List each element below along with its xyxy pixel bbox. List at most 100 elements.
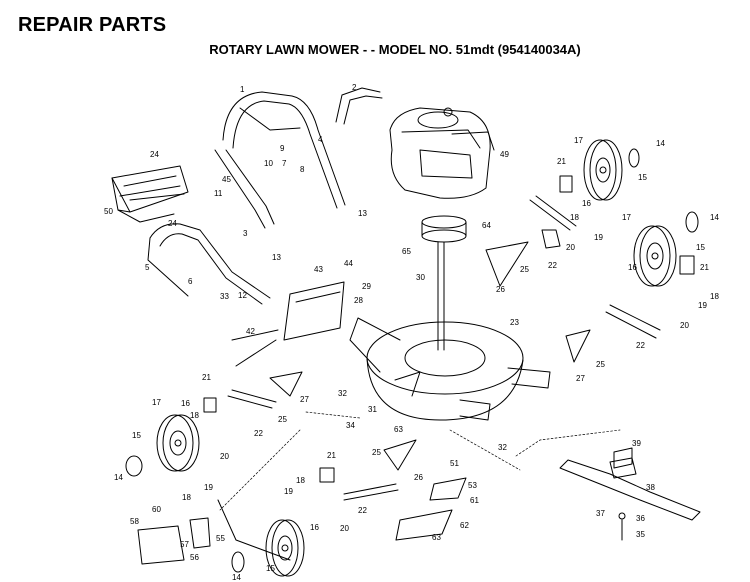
callout-65: 65	[402, 247, 411, 256]
callout-61: 61	[470, 496, 479, 505]
mower-deck	[349, 317, 551, 421]
callout-24: 24	[168, 219, 177, 228]
callout-58: 58	[130, 517, 139, 526]
callout-63: 63	[432, 533, 441, 542]
callout-55: 55	[216, 534, 225, 543]
callout-56: 56	[190, 553, 199, 562]
bolt-42	[235, 339, 277, 367]
callout-20: 20	[566, 243, 575, 252]
callout-9: 9	[280, 144, 285, 153]
wheel-upper-right	[583, 139, 623, 201]
callout-60: 60	[152, 505, 161, 514]
callout-18: 18	[570, 213, 579, 222]
callout-13: 13	[272, 253, 281, 262]
grass-bag	[111, 165, 189, 223]
callout-1: 1	[240, 85, 245, 94]
callout-30: 30	[416, 273, 425, 282]
callout-19: 19	[284, 487, 293, 496]
callout-36: 36	[636, 514, 645, 523]
callout-26: 26	[414, 473, 423, 482]
callout-21: 21	[557, 157, 566, 166]
callout-38: 38	[646, 483, 655, 492]
callout-14: 14	[232, 573, 241, 582]
callout-24: 24	[150, 150, 159, 159]
callout-23: 23	[510, 318, 519, 327]
baffle-plates	[269, 241, 591, 471]
callout-20: 20	[340, 524, 349, 533]
callout-39: 39	[632, 439, 641, 448]
callout-33: 33	[220, 292, 229, 301]
rear-axles	[227, 195, 661, 501]
callout-51: 51	[450, 459, 459, 468]
wheel-right	[633, 225, 677, 287]
callout-2: 2	[352, 83, 357, 92]
callout-25: 25	[278, 415, 287, 424]
callout-25: 25	[520, 265, 529, 274]
callout-21: 21	[202, 373, 211, 382]
callout-15: 15	[638, 173, 647, 182]
callout-25: 25	[596, 360, 605, 369]
callout-4: 4	[318, 135, 323, 144]
callout-37: 37	[596, 509, 605, 518]
callout-17: 17	[152, 398, 161, 407]
rear-door	[137, 499, 291, 565]
diagram-subtitle: ROTARY LAWN MOWER - - MODEL NO. 51mdt (9…	[209, 42, 581, 57]
callout-22: 22	[254, 429, 263, 438]
callout-14: 14	[114, 473, 123, 482]
callout-43: 43	[314, 265, 323, 274]
callout-13: 13	[358, 209, 367, 218]
callout-12: 12	[238, 291, 247, 300]
callout-18: 18	[182, 493, 191, 502]
callout-18: 18	[190, 411, 199, 420]
callout-22: 22	[358, 506, 367, 515]
callout-17: 17	[574, 136, 583, 145]
upper-handle	[214, 91, 346, 229]
callout-14: 14	[710, 213, 719, 222]
wheel-left	[156, 414, 200, 472]
page-title: REPAIR PARTS	[18, 14, 167, 36]
callout-49: 49	[500, 150, 509, 159]
callout-21: 21	[700, 263, 709, 272]
callout-63: 63	[394, 425, 403, 434]
callout-3: 3	[243, 229, 248, 238]
grass-deflector	[283, 281, 345, 341]
callout-labels: 1 2 4 24 9 7 8 10 45 11 50 24 49 17 14 2…	[104, 83, 719, 582]
callout-64: 64	[482, 221, 491, 230]
callout-10: 10	[264, 159, 273, 168]
control-bail	[335, 87, 383, 125]
callout-19: 19	[594, 233, 603, 242]
callout-19: 19	[204, 483, 213, 492]
callout-21: 21	[327, 451, 336, 460]
callout-31: 31	[368, 405, 377, 414]
callout-7: 7	[282, 159, 287, 168]
callout-19: 19	[698, 301, 707, 310]
blade-adapter	[613, 447, 633, 541]
leader-lines	[219, 411, 621, 511]
callout-57: 57	[180, 540, 189, 549]
callout-14: 14	[656, 139, 665, 148]
callout-28: 28	[354, 296, 363, 305]
callout-11: 11	[214, 189, 223, 198]
callout-20: 20	[220, 452, 229, 461]
height-adjusters	[203, 175, 695, 483]
mount-collar	[421, 215, 467, 351]
callout-62: 62	[460, 521, 469, 530]
callout-22: 22	[636, 341, 645, 350]
callout-16: 16	[582, 199, 591, 208]
callout-53: 53	[468, 481, 477, 490]
callout-29: 29	[362, 282, 371, 291]
callout-44: 44	[344, 259, 353, 268]
callout-6: 6	[188, 277, 193, 286]
callout-34: 34	[346, 421, 355, 430]
callout-18: 18	[710, 292, 719, 301]
hub-caps	[125, 148, 699, 573]
callout-26: 26	[496, 285, 505, 294]
callout-32: 32	[338, 389, 347, 398]
callout-22: 22	[548, 261, 557, 270]
callout-15: 15	[266, 564, 275, 573]
callout-5: 5	[145, 263, 150, 272]
callout-27: 27	[576, 374, 585, 383]
callout-15: 15	[696, 243, 705, 252]
callout-18: 18	[296, 476, 305, 485]
